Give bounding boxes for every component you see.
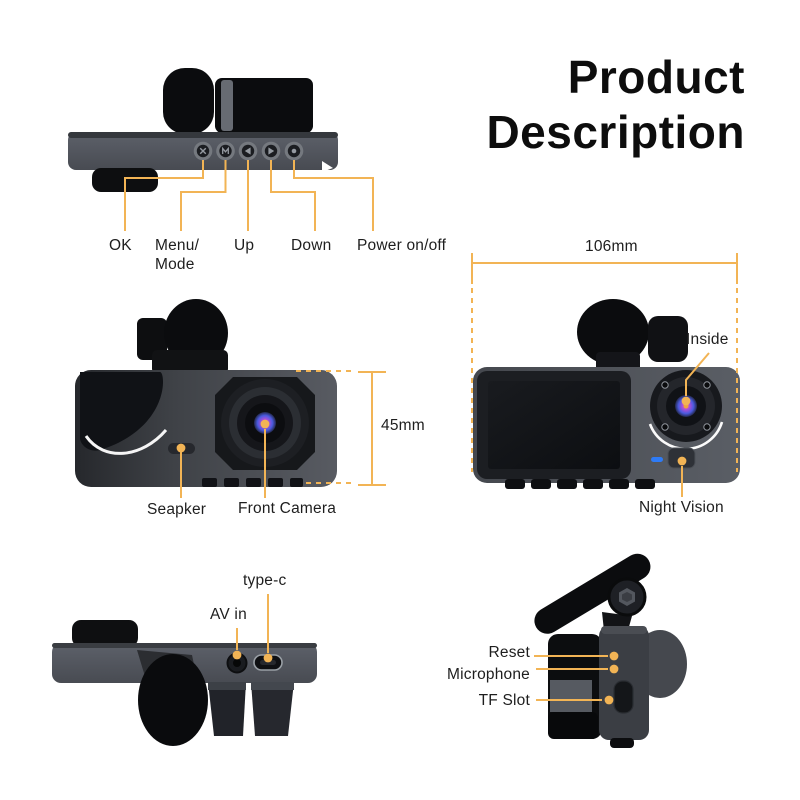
side-view-leader-lines	[534, 651, 619, 705]
dimension-106mm	[471, 253, 738, 472]
label-av-in: AV in	[210, 606, 247, 623]
ok-x-icon	[199, 147, 207, 155]
page-title-line2: Description	[486, 106, 745, 158]
top-view-leader-lines	[124, 160, 374, 231]
up-button	[238, 141, 258, 161]
label-menu-mode: Menu/ Mode	[155, 237, 200, 273]
rear-camera-pod-top	[163, 68, 214, 134]
ir-led-dots	[661, 381, 711, 431]
up-arrow-icon	[244, 147, 251, 155]
back-view-leader-lines	[471, 253, 738, 497]
bottom-view-photo	[52, 620, 317, 746]
dimension-45mm	[296, 370, 386, 486]
av-in-port	[226, 652, 248, 674]
leader-down	[270, 160, 316, 231]
front-bottom-feet	[202, 478, 303, 487]
mount-pod-top	[215, 78, 313, 133]
status-led	[651, 457, 663, 462]
mount-knuckle	[607, 577, 647, 617]
label-speaker: Seapker	[147, 501, 207, 518]
back-bottom-feet	[505, 479, 655, 489]
menu-m-icon	[222, 146, 229, 154]
label-front-camera: Front Camera	[238, 500, 337, 517]
page-title-line1: Product	[567, 51, 745, 103]
label-inside: Inside	[686, 331, 729, 348]
menu-mode-button	[216, 141, 235, 161]
label-power-on-off: Power on/off	[357, 237, 447, 254]
label-ok: OK	[109, 237, 132, 254]
screen-display	[488, 381, 620, 469]
front-view-photo	[75, 299, 337, 487]
leader-ok	[124, 160, 204, 231]
leader-menu-mode	[180, 160, 227, 231]
label-dimension-45mm: 45mm	[381, 417, 425, 434]
back-view-photo	[473, 299, 740, 489]
down-button	[261, 141, 281, 161]
power-button	[284, 141, 304, 161]
page-title: Product Description	[486, 50, 745, 160]
leader-inside	[685, 352, 710, 396]
label-type-c: type-c	[243, 572, 287, 589]
windshield-mount-plate	[534, 553, 651, 634]
label-reset: Reset	[488, 644, 530, 661]
label-microphone: Microphone	[447, 666, 530, 683]
mount-knob-bottom	[138, 654, 208, 746]
bottom-view-leader-lines	[232, 594, 273, 663]
tf-card-slot	[613, 680, 634, 714]
interior-camera	[648, 370, 724, 451]
label-tf-slot: TF Slot	[478, 692, 530, 709]
type-c-port	[253, 654, 283, 671]
leader-power	[293, 160, 374, 231]
label-up: Up	[234, 237, 255, 254]
mount-pod-back	[577, 299, 649, 365]
label-down: Down	[291, 237, 332, 254]
side-view-photo	[534, 553, 687, 748]
label-night-vision: Night Vision	[639, 499, 724, 516]
label-dimension-106mm: 106mm	[585, 238, 638, 255]
ok-button	[193, 141, 213, 161]
front-view-leader-lines	[176, 370, 386, 498]
down-arrow-icon	[268, 147, 275, 155]
power-dot-icon	[291, 148, 297, 154]
